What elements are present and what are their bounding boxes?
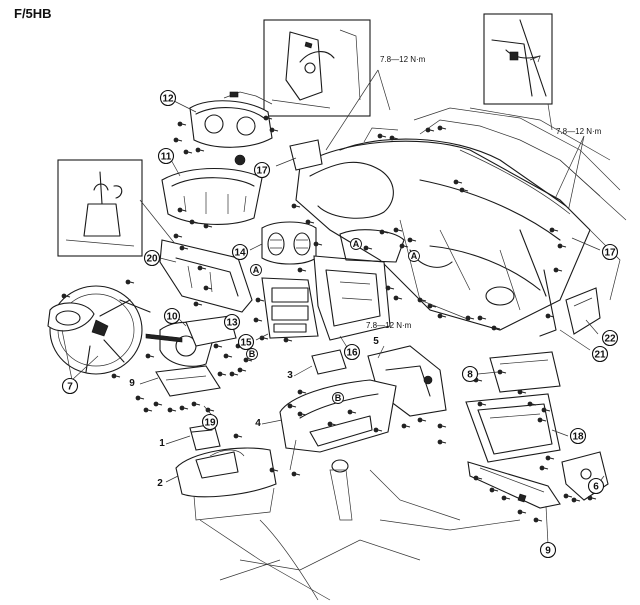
letter-marker-A: A — [250, 264, 262, 276]
callout-number: 18 — [572, 432, 584, 443]
callout-21: 21 — [591, 345, 609, 363]
callout-20: 20 — [143, 249, 161, 267]
callout-number: 17 — [256, 166, 268, 177]
inset-box-top-right — [483, 13, 553, 105]
letter-marker-text: A — [411, 251, 418, 261]
callout-number: 20 — [146, 254, 158, 265]
callout-number: 12 — [162, 94, 174, 105]
floor-section — [199, 459, 521, 601]
inset-box-top-center — [263, 19, 371, 117]
callout-22: 22 — [601, 329, 619, 347]
center-bezel — [261, 277, 319, 339]
callout-plain-4: 4 — [255, 418, 261, 429]
letter-marker-A: A — [408, 250, 420, 262]
letter-markers: A A A B B — [246, 238, 420, 404]
glove-box-lid — [489, 351, 561, 393]
steering-wheel — [47, 285, 143, 375]
callout-11: 11 — [157, 147, 175, 165]
screw-set — [61, 115, 597, 523]
column-cover — [155, 315, 237, 397]
letter-marker-B: B — [246, 348, 258, 360]
instrument-cluster — [189, 91, 273, 166]
callout-plain-5: 5 — [373, 336, 379, 347]
callout-plain-2: 2 — [157, 478, 163, 489]
callout-plain-1: 1 — [159, 438, 165, 449]
side-cover-18 — [561, 451, 609, 501]
callout-16: 16 — [343, 343, 361, 361]
armrest-box — [175, 447, 277, 521]
callout-number: 8 — [467, 370, 473, 381]
callout-number: 11 — [161, 152, 172, 163]
heater-vent — [261, 221, 317, 265]
callout-number: 14 — [234, 248, 246, 259]
callout-9: 9 — [539, 541, 557, 559]
letter-marker-text: A — [253, 265, 260, 275]
torque-label-center: 7.8—12 N·m — [366, 321, 412, 330]
letter-marker-B: B — [332, 392, 344, 404]
callout-19: 19 — [201, 413, 219, 431]
glove-box — [465, 393, 561, 463]
small-cover-3 — [311, 349, 347, 375]
center-stack — [313, 229, 405, 341]
callout-14: 14 — [231, 243, 249, 261]
callout-number: 7 — [67, 382, 73, 393]
side-panel-17 — [565, 287, 601, 335]
callout-number: 21 — [594, 350, 606, 361]
lower-trim-6 — [467, 461, 561, 509]
inset-box-left — [57, 159, 143, 257]
callout-8: 8 — [461, 365, 479, 383]
diagram-title: F/5HB — [14, 6, 52, 21]
callout-6: 6 — [587, 477, 605, 495]
callout-15: 15 — [237, 333, 255, 351]
callout-number: 9 — [545, 546, 551, 557]
callout-number: 6 — [593, 482, 599, 493]
plain-callouts: 9 3 5 4 1 2 — [129, 336, 379, 489]
letter-marker-text: A — [353, 239, 360, 249]
letter-marker-text: B — [335, 393, 342, 403]
callout-10: 10 — [163, 307, 181, 325]
callout-7: 7 — [61, 377, 79, 395]
torque-label-right: 7.8—12 N·m — [556, 127, 602, 136]
torque-label-top: 7.8—12 N·m — [380, 55, 426, 64]
callout-number: 10 — [166, 312, 178, 323]
callout-17: 17 — [253, 161, 271, 179]
callout-18: 18 — [569, 427, 587, 445]
dashboard-panel — [295, 107, 621, 337]
callout-number: 22 — [604, 334, 616, 345]
callout-number: 15 — [240, 338, 252, 349]
leader-lines — [61, 99, 605, 545]
callout-plain-9: 9 — [129, 378, 135, 389]
callout-plain-3: 3 — [287, 370, 293, 381]
letter-marker-text: B — [249, 349, 256, 359]
callout-12: 12 — [159, 89, 177, 107]
callout-17: 17 — [601, 243, 619, 261]
bracket-17-upper — [289, 139, 323, 171]
callout-number: 13 — [226, 318, 238, 329]
callout-number: 17 — [604, 248, 616, 259]
callout-13: 13 — [223, 313, 241, 331]
letter-marker-A: A — [350, 238, 362, 250]
meter-hood — [161, 168, 263, 225]
callout-number: 16 — [346, 348, 358, 359]
callout-number: 19 — [204, 418, 216, 429]
